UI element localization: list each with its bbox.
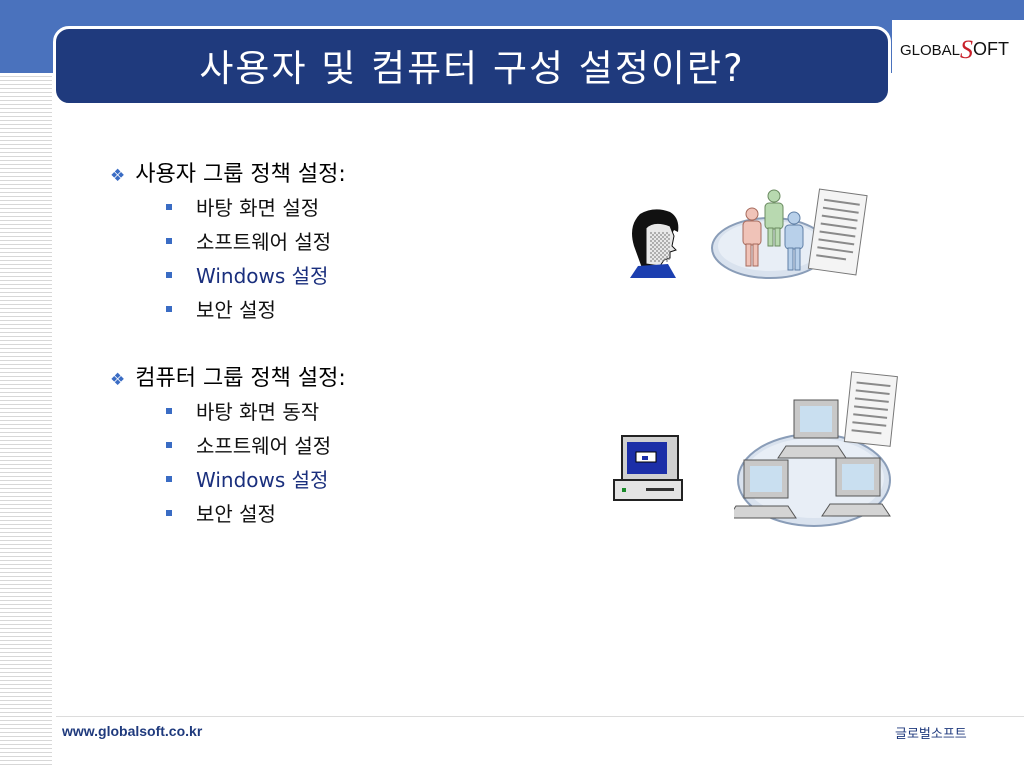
user-face-icon [630,209,679,278]
list-item: 소프트웨어 설정 [166,226,331,255]
list-item: Windows 설정 [166,260,328,289]
list-item: 소프트웨어 설정 [166,430,331,459]
square-bullet-icon [166,271,172,278]
logo-part3: OFT [973,39,1010,59]
square-bullet-icon [166,203,172,210]
diamond-bullet-icon: ❖ [110,166,126,186]
list-item: 보안 설정 [166,498,276,527]
square-bullet-icon [166,475,172,482]
footer-url: www.globalsoft.co.kr [62,723,203,739]
computer-icon [613,435,683,501]
section-heading-user: ❖사용자 그룹 정책 설정: [110,162,346,187]
list-item: 바탕 화면 설정 [166,192,319,221]
page-title: 사용자 및 컴퓨터 구성 설정이란? [199,47,745,90]
square-bullet-icon [166,407,172,414]
square-bullet-icon [166,441,172,448]
company-logo: GLOBALSOFT [900,32,1010,64]
list-item: 보안 설정 [166,294,276,323]
title-box: 사용자 및 컴퓨터 구성 설정이란? [53,26,891,106]
square-bullet-icon [166,509,172,516]
network-policy-icon [734,371,898,527]
logo-part2: S [960,35,974,64]
footer-company: 글로벌소프트 [895,727,967,742]
user-group-policy-icon [711,188,868,279]
list-item: Windows 설정 [166,464,328,493]
logo-part1: GLOBAL [900,42,961,59]
diamond-bullet-icon: ❖ [110,370,126,390]
section-heading-computer: ❖컴퓨터 그룹 정책 설정: [110,366,346,391]
logo-area: GLOBALSOFT [892,20,1024,74]
square-bullet-icon [166,305,172,312]
footer-divider [56,716,1024,717]
left-stripe-top [0,0,52,73]
list-item: 바탕 화면 동작 [166,396,319,425]
left-stripe [0,0,52,768]
square-bullet-icon [166,237,172,244]
